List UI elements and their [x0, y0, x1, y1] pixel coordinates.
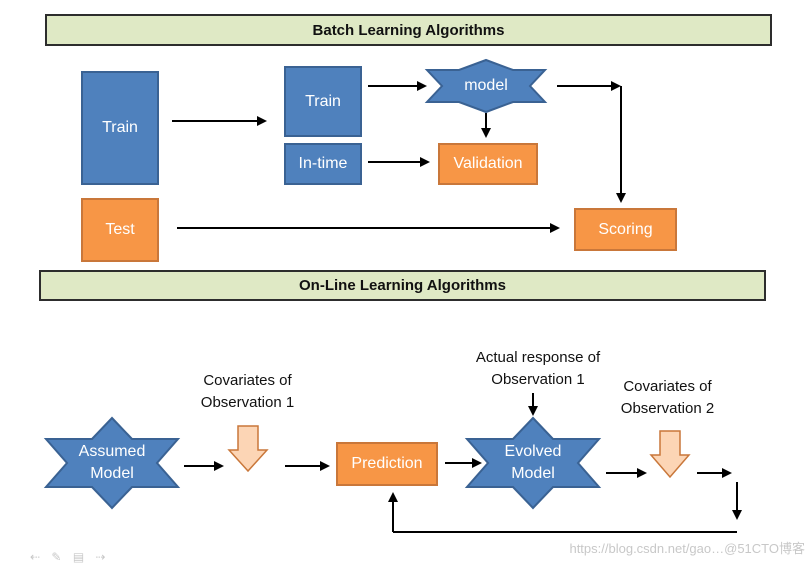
in-time-label: In-time: [298, 155, 348, 172]
train-data-box: Train: [81, 71, 159, 185]
train-data-label: Train: [102, 119, 138, 136]
train-label: Train: [305, 92, 341, 110]
menu-icon[interactable]: ▤: [72, 550, 85, 564]
covariates-1-line2: Observation 1: [200, 394, 295, 411]
model-label: model: [464, 77, 508, 94]
validation-label: Validation: [453, 155, 523, 172]
assumed-model-label: Assumed Model: [62, 440, 162, 486]
arrow-right-icon[interactable]: ⇢: [95, 550, 106, 564]
watermark-text: https://blog.csdn.net/gao…@51CTO博客: [569, 541, 805, 556]
covariates-2-label: Covariates of Observation 2: [600, 376, 735, 420]
validation-box: Validation: [438, 143, 538, 185]
model-label-wrap: model: [446, 73, 526, 99]
covariates-2-line2: Observation 2: [620, 400, 715, 417]
actual-response-line2: Observation 1: [491, 371, 585, 388]
train-box: Train: [284, 66, 362, 137]
evolved-model-line1: Evolved: [504, 443, 562, 460]
covariates-2-down-arrow: [649, 430, 691, 479]
toolbar-icons: ⇠ ✎ ▤ ⇢: [30, 550, 130, 564]
batch-learning-title: Batch Learning Algorithms: [312, 21, 505, 39]
covariates-1-down-arrow: [227, 425, 269, 473]
covariates-1-label: Covariates of Observation 1: [180, 370, 315, 414]
online-learning-banner: On-Line Learning Algorithms: [39, 270, 766, 301]
evolved-model-star-shape: [464, 416, 602, 510]
arrow-left-icon[interactable]: ⇠: [30, 550, 41, 564]
covariates-1-line1: Covariates of: [203, 372, 292, 389]
prediction-box: Prediction: [336, 442, 438, 486]
test-data-box: Test: [81, 198, 159, 262]
batch-learning-banner: Batch Learning Algorithms: [45, 14, 772, 46]
scoring-box: Scoring: [574, 208, 677, 251]
covariates-2-line1: Covariates of: [623, 378, 712, 395]
prediction-label: Prediction: [351, 455, 423, 472]
evolved-model-label: Evolved Model: [483, 440, 583, 486]
online-learning-title: On-Line Learning Algorithms: [299, 277, 506, 294]
assumed-model-line1: Assumed: [78, 443, 146, 460]
assumed-model-star-shape: [43, 416, 181, 510]
test-data-label: Test: [105, 221, 135, 238]
scoring-label: Scoring: [598, 220, 653, 238]
evolved-model-line2: Model: [511, 465, 555, 482]
actual-response-label: Actual response of Observation 1: [458, 347, 618, 391]
assumed-model-line2: Model: [90, 465, 134, 482]
actual-response-line1: Actual response of: [475, 349, 601, 366]
in-time-box: In-time: [284, 143, 362, 185]
model-star-shape: [424, 58, 548, 114]
pen-icon[interactable]: ✎: [51, 550, 62, 564]
